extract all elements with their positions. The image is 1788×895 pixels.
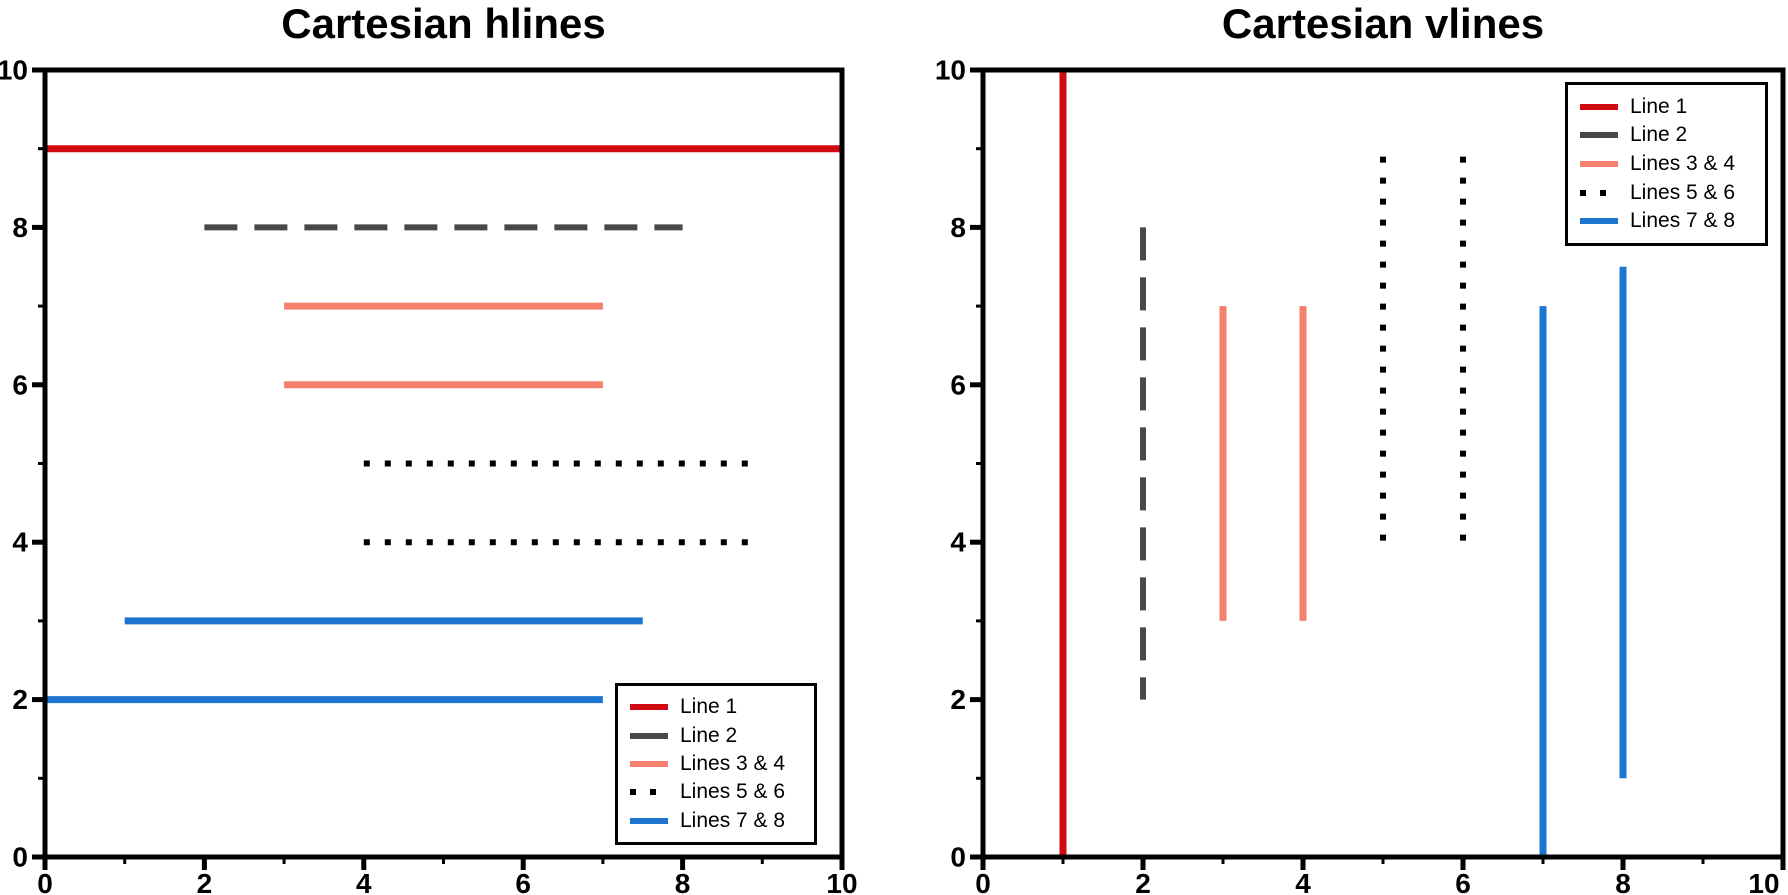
x-tick-label: 8 — [1615, 868, 1631, 895]
legend-item: Line 2 — [1579, 123, 1754, 147]
x-tick-label: 2 — [197, 868, 213, 895]
legend-item: Line 1 — [1579, 95, 1754, 119]
y-tick-label: 4 — [12, 527, 28, 558]
y-tick-label: 2 — [950, 684, 966, 715]
legend-swatch-dotted-line — [1580, 189, 1618, 196]
legend-label: Line 2 — [1630, 123, 1688, 147]
legend-item: Lines 5 & 6 — [629, 780, 803, 804]
x-tick-label: 10 — [826, 868, 857, 895]
y-tick-label: 0 — [12, 842, 28, 873]
legend-swatch-dashed-line — [1580, 132, 1618, 139]
x-tick-label: 8 — [675, 868, 691, 895]
legend-item: Lines 7 & 8 — [629, 809, 803, 833]
y-tick-label: 8 — [950, 212, 966, 243]
x-tick-label: 0 — [37, 868, 53, 895]
legend-item: Lines 7 & 8 — [1579, 209, 1754, 233]
x-tick-label: 6 — [1455, 868, 1471, 895]
hlines-legend: Line 1 Line 2 Lines 3 & 4 Lines 5 & 6 Lines … — [615, 683, 817, 845]
x-tick-label: 0 — [975, 868, 991, 895]
legend-label: Line 1 — [1630, 94, 1688, 118]
legend-swatch-dashed-line — [630, 732, 668, 739]
x-tick-label: 4 — [1295, 868, 1311, 895]
y-tick-label: 0 — [950, 842, 966, 873]
legend-label: Lines 3 & 4 — [1630, 151, 1736, 175]
legend-label: Line 2 — [680, 723, 738, 747]
legend-label: Lines 5 & 6 — [680, 780, 786, 804]
legend-label: Lines 7 & 8 — [680, 808, 786, 832]
legend-item: Lines 3 & 4 — [629, 752, 803, 776]
y-tick-label: 10 — [0, 55, 28, 86]
y-tick-label: 4 — [950, 527, 966, 558]
legend-label: Lines 5 & 6 — [1630, 180, 1736, 204]
y-tick-label: 8 — [12, 212, 28, 243]
x-tick-label: 10 — [1748, 868, 1779, 895]
legend-label: Lines 7 & 8 — [1630, 209, 1736, 233]
vlines-title: Cartesian vlines — [1221, 0, 1545, 47]
vlines-plot: 0 2 4 6 8 10 0 2 4 6 8 10 — [935, 55, 1786, 895]
legend-swatch-solid-line — [630, 704, 668, 711]
legend-label: Line 1 — [680, 695, 738, 719]
vlines-legend: Line 1 Line 2 Lines 3 & 4 Lines 5 & 6 Lines … — [1565, 82, 1768, 246]
x-tick-label: 6 — [515, 868, 531, 895]
legend-swatch-dotted-line — [630, 789, 668, 796]
y-tick-label: 6 — [950, 369, 966, 400]
y-tick-label: 10 — [935, 55, 966, 86]
legend-label: Lines 3 & 4 — [680, 751, 786, 775]
legend-item: Line 1 — [629, 695, 803, 719]
legend-swatch-solid-line — [630, 817, 668, 824]
hlines-title: Cartesian hlines — [281, 0, 606, 47]
hlines-plot: 0 2 4 6 8 10 0 2 4 6 8 10 — [0, 55, 858, 895]
x-tick-label: 2 — [1135, 868, 1151, 895]
legend-item: Line 2 — [629, 724, 803, 748]
y-tick-label: 6 — [12, 369, 28, 400]
legend-item: Lines 5 & 6 — [1579, 181, 1754, 205]
legend-swatch-solid-line — [630, 760, 668, 767]
legend-swatch-solid-line — [1580, 160, 1618, 167]
legend-item: Lines 3 & 4 — [1579, 152, 1754, 176]
y-tick-label: 2 — [12, 684, 28, 715]
legend-swatch-solid-line — [1580, 218, 1618, 225]
legend-swatch-solid-line — [1580, 103, 1618, 110]
x-tick-label: 4 — [356, 868, 372, 895]
